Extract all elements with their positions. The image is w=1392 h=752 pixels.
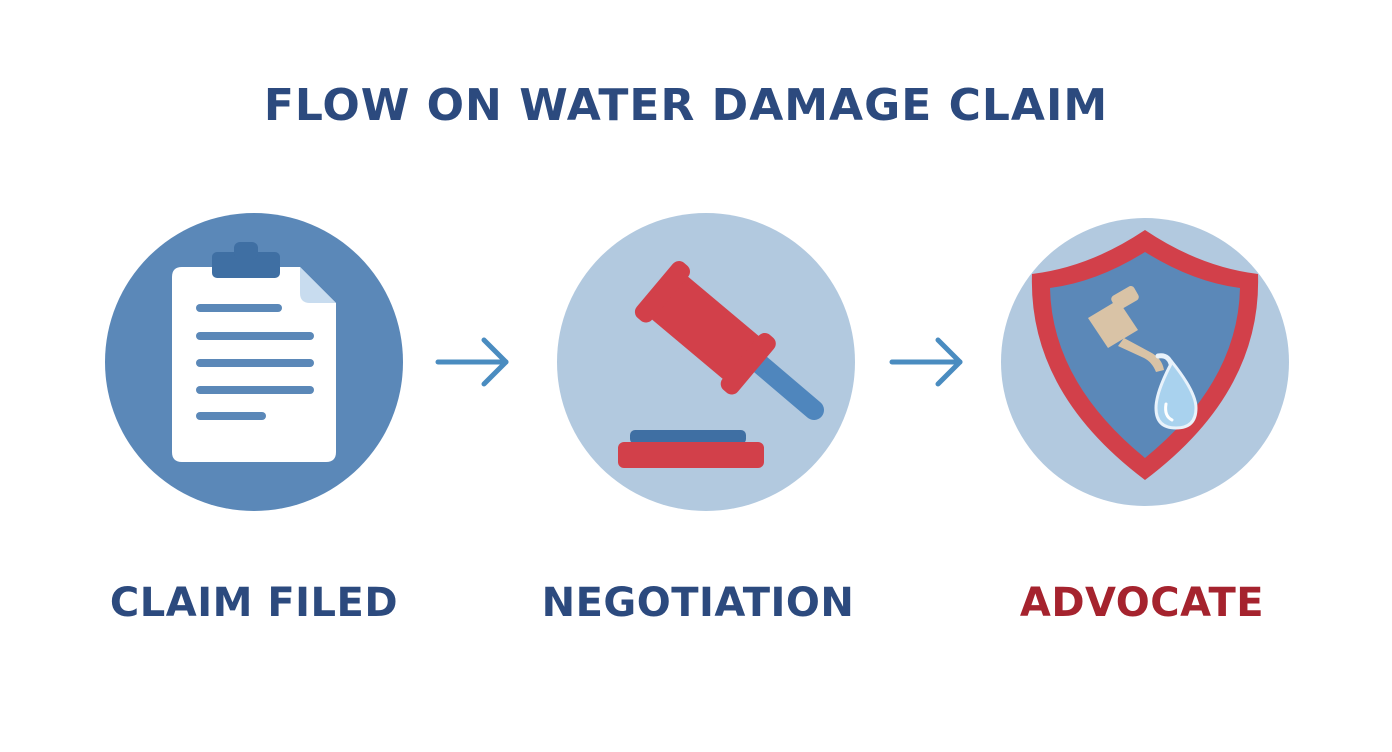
step-label-negotiation: NEGOTIATION bbox=[541, 580, 855, 626]
step-negotiation bbox=[556, 212, 856, 512]
shield-icon bbox=[1001, 218, 1289, 506]
gavel-icon bbox=[557, 213, 855, 511]
arrow-right-icon bbox=[434, 332, 514, 392]
step-label-claim-filed: CLAIM FILED bbox=[109, 580, 399, 626]
step-advocate bbox=[1000, 212, 1300, 512]
faucet-icon bbox=[1088, 286, 1175, 372]
clipboard-icon bbox=[105, 213, 403, 511]
step-claim-filed bbox=[104, 212, 404, 512]
arrow-right-icon bbox=[888, 332, 968, 392]
step-label-advocate: ADVOCATE bbox=[1019, 580, 1265, 626]
page-title: FLOW ON WATER DAMAGE CLAIM bbox=[263, 80, 1109, 131]
